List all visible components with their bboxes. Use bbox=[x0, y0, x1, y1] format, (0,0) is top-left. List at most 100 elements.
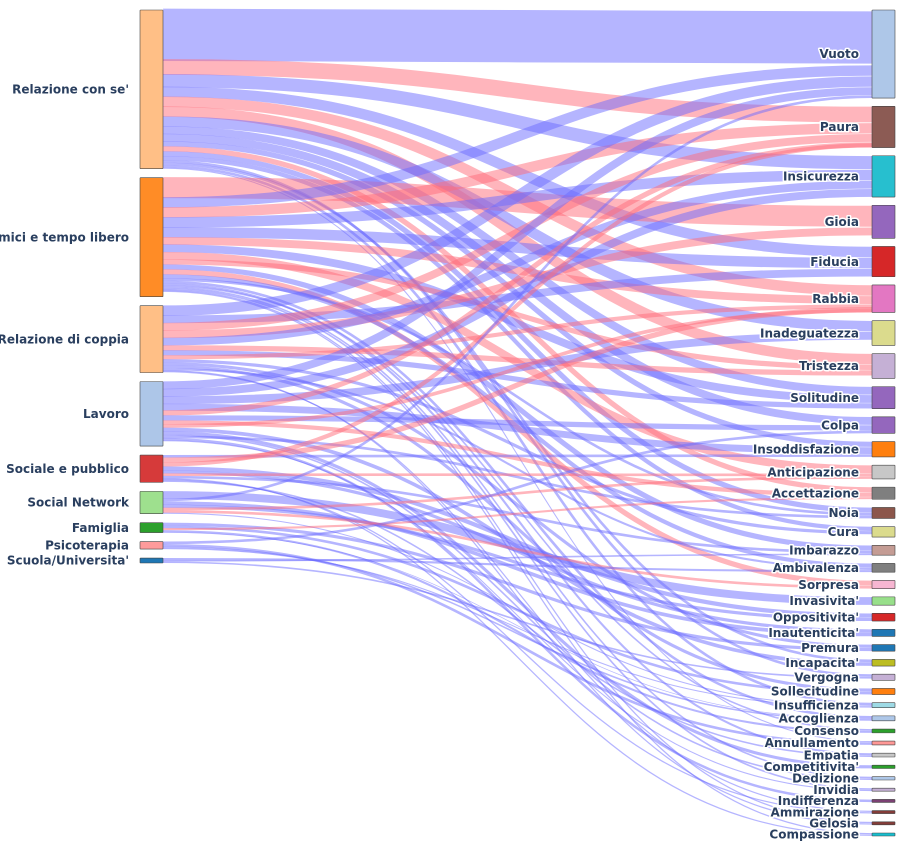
link-relazione-con-se-to-paura[interactable] bbox=[162, 59, 873, 123]
link-relazione-con-se-to-inadeguatezza[interactable] bbox=[162, 116, 873, 332]
node-label-lavoro: Lavoro bbox=[83, 407, 129, 421]
link-amici-e-tempo-libero-to-accoglienza[interactable] bbox=[162, 280, 873, 719]
link-famiglia-to-accettazione[interactable] bbox=[162, 497, 873, 531]
link-amici-e-tempo-libero-to-tristezza[interactable] bbox=[162, 259, 873, 371]
node-amici-e-tempo-libero[interactable] bbox=[139, 177, 164, 297]
node-invidia[interactable] bbox=[871, 787, 896, 792]
node-empatia[interactable] bbox=[871, 752, 896, 758]
link-social-network-to-anticipazione[interactable] bbox=[162, 476, 873, 511]
link-amici-e-tempo-libero-to-solitudine[interactable] bbox=[162, 244, 873, 403]
node-paura[interactable] bbox=[871, 105, 896, 148]
link-social-network-to-oppositivita[interactable] bbox=[162, 504, 873, 621]
node-premura[interactable] bbox=[871, 644, 896, 652]
node-label-compassione: Compassione bbox=[769, 828, 859, 842]
node-insicurezza[interactable] bbox=[871, 155, 896, 198]
link-social-network-to-sorpresa[interactable] bbox=[162, 510, 873, 589]
node-gelosia[interactable] bbox=[871, 821, 896, 826]
link-sociale-e-pubblico-to-empatia[interactable] bbox=[162, 480, 873, 757]
node-relazione-di-coppia[interactable] bbox=[139, 305, 164, 373]
link-relazione-con-se-to-accettazione[interactable] bbox=[162, 146, 873, 493]
node-label-invidia: Invidia bbox=[813, 783, 859, 797]
node-label-oppositivita: Oppositivita' bbox=[773, 610, 859, 624]
node-dedizione[interactable] bbox=[871, 776, 896, 781]
link-psicoterapia-to-insufficienza[interactable] bbox=[162, 548, 873, 708]
node-lavoro[interactable] bbox=[139, 381, 164, 447]
link-lavoro-to-insoddisfazione[interactable] bbox=[162, 403, 873, 455]
link-amici-e-tempo-libero-to-rabbia[interactable] bbox=[162, 236, 873, 305]
node-noia[interactable] bbox=[871, 507, 896, 519]
node-colpa[interactable] bbox=[871, 416, 896, 434]
link-famiglia-to-consenso[interactable] bbox=[162, 530, 873, 733]
node-sollecitudine[interactable] bbox=[871, 688, 896, 695]
node-annullamento[interactable] bbox=[871, 740, 896, 746]
node-psicoterapia[interactable] bbox=[139, 541, 164, 550]
link-lavoro-to-paura[interactable] bbox=[162, 142, 873, 416]
link-amici-e-tempo-libero-to-fiducia[interactable] bbox=[162, 226, 873, 269]
node-compassione[interactable] bbox=[871, 832, 896, 837]
link-lavoro-to-accettazione[interactable] bbox=[162, 420, 873, 497]
link-sociale-e-pubblico-to-paura[interactable] bbox=[162, 143, 873, 467]
link-lavoro-to-insicurezza[interactable] bbox=[162, 188, 873, 397]
node-insufficienza[interactable] bbox=[871, 702, 896, 708]
link-relazione-di-coppia-to-gioia[interactable] bbox=[162, 227, 873, 339]
node-tristezza[interactable] bbox=[871, 353, 896, 379]
node-sorpresa[interactable] bbox=[871, 580, 896, 589]
node-consenso[interactable] bbox=[871, 728, 896, 734]
link-amici-e-tempo-libero-to-paura[interactable] bbox=[162, 123, 873, 218]
link-scuola-universita-to-vergogna[interactable] bbox=[162, 561, 873, 679]
node-anticipazione[interactable] bbox=[871, 464, 896, 480]
node-solitudine[interactable] bbox=[871, 386, 896, 409]
link-lavoro-to-invidia[interactable] bbox=[162, 440, 873, 792]
node-social-network[interactable] bbox=[139, 491, 164, 514]
node-incapacita[interactable] bbox=[871, 659, 896, 667]
link-famiglia-to-accoglienza[interactable] bbox=[162, 532, 873, 720]
link-relazione-di-coppia-to-tristezza[interactable] bbox=[162, 345, 873, 376]
link-amici-e-tempo-libero-to-vuoto[interactable] bbox=[162, 65, 873, 208]
node-competitivita[interactable] bbox=[871, 764, 896, 769]
link-lavoro-to-noia[interactable] bbox=[162, 435, 873, 519]
link-social-network-to-vuoto[interactable] bbox=[162, 95, 873, 502]
node-insoddisfazione[interactable] bbox=[871, 441, 896, 458]
link-scuola-universita-to-imbarazzo[interactable] bbox=[162, 553, 873, 562]
link-lavoro-to-vuoto[interactable] bbox=[162, 87, 873, 390]
node-label-amici-e-tempo-libero: Amici e tempo libero bbox=[0, 230, 129, 244]
link-amici-e-tempo-libero-to-gelosia[interactable] bbox=[162, 289, 873, 824]
node-indifferenza[interactable] bbox=[871, 799, 896, 803]
node-oppositivita[interactable] bbox=[871, 613, 896, 622]
link-relazione-di-coppia-to-paura[interactable] bbox=[162, 134, 873, 331]
node-inadeguatezza[interactable] bbox=[871, 320, 896, 346]
node-invasivita[interactable] bbox=[871, 596, 896, 606]
link-relazione-con-se-to-vuoto[interactable] bbox=[162, 8, 873, 64]
node-label-indifferenza: Indifferenza bbox=[778, 794, 859, 808]
node-ambivalenza[interactable] bbox=[871, 563, 896, 573]
node-relazione-con-se[interactable] bbox=[139, 9, 164, 169]
node-vuoto[interactable] bbox=[871, 9, 896, 99]
node-imbarazzo[interactable] bbox=[871, 545, 896, 556]
link-relazione-di-coppia-to-vuoto[interactable] bbox=[162, 76, 873, 316]
link-famiglia-to-premura[interactable] bbox=[162, 522, 873, 652]
link-sociale-e-pubblico-to-insoddisfazione[interactable] bbox=[162, 454, 873, 458]
link-relazione-di-coppia-to-rabbia[interactable] bbox=[162, 304, 873, 360]
node-gioia[interactable] bbox=[871, 204, 896, 239]
node-label-insufficienza: Insufficienza bbox=[774, 698, 859, 712]
node-rabbia[interactable] bbox=[871, 284, 896, 313]
node-accettazione[interactable] bbox=[871, 486, 896, 500]
node-label-scuola-universita: Scuola/Universita' bbox=[7, 554, 129, 568]
node-cura[interactable] bbox=[871, 526, 896, 538]
node-label-vuoto: Vuoto bbox=[819, 47, 859, 61]
node-label-empatia: Empatia bbox=[804, 748, 859, 762]
node-vergogna[interactable] bbox=[871, 673, 896, 681]
link-sociale-e-pubblico-to-rabbia[interactable] bbox=[162, 307, 873, 463]
node-sociale-e-pubblico[interactable] bbox=[139, 454, 164, 483]
node-ammirazione[interactable] bbox=[871, 810, 896, 814]
node-scuola-universita[interactable] bbox=[139, 557, 164, 564]
link-relazione-di-coppia-to-insicurezza[interactable] bbox=[162, 180, 873, 346]
node-label-incapacita: Incapacita' bbox=[785, 656, 859, 670]
node-inautenticita[interactable] bbox=[871, 628, 896, 637]
node-fiducia[interactable] bbox=[871, 246, 896, 278]
link-social-network-to-inautenticita[interactable] bbox=[162, 501, 873, 637]
link-psicoterapia-to-colpa[interactable] bbox=[162, 430, 873, 545]
link-amici-e-tempo-libero-to-imbarazzo[interactable] bbox=[162, 264, 873, 551]
node-famiglia[interactable] bbox=[139, 522, 164, 533]
node-accoglienza[interactable] bbox=[871, 715, 896, 722]
